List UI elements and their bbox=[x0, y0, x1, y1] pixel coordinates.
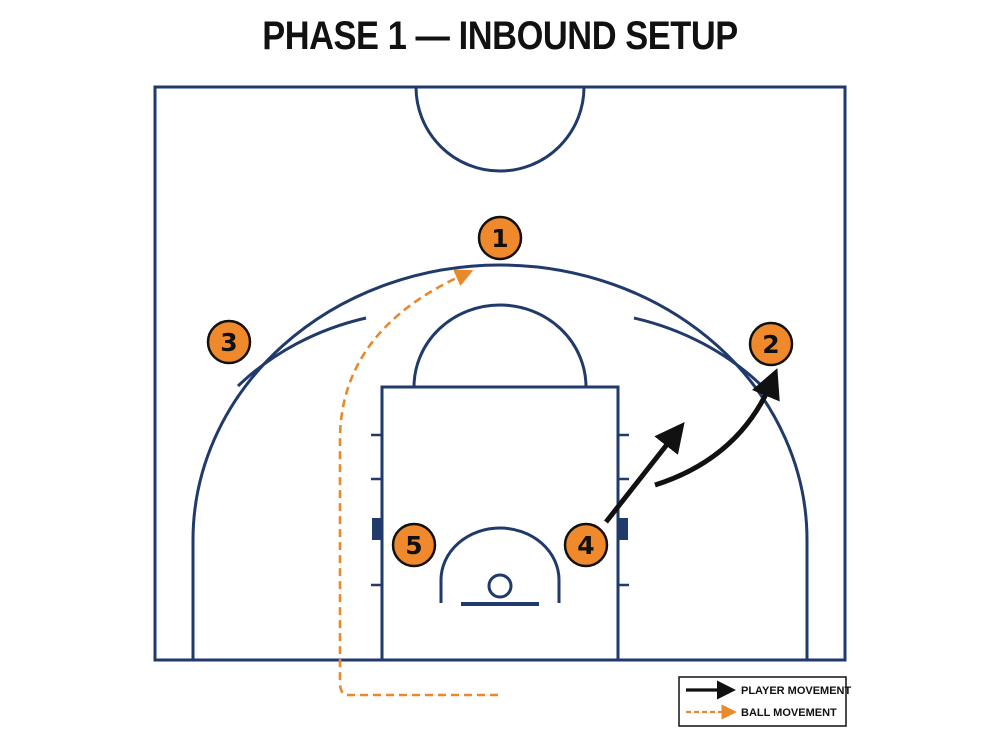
player-label: 1 bbox=[491, 224, 508, 253]
lane-block-left bbox=[372, 518, 382, 540]
player-label: 4 bbox=[577, 531, 594, 560]
lane-block-right bbox=[618, 518, 628, 540]
player-2: 2 bbox=[748, 321, 794, 367]
legend-box bbox=[678, 676, 847, 727]
player-4: 4 bbox=[563, 522, 609, 568]
player-5: 5 bbox=[391, 522, 437, 568]
player-movement-arrow-wing bbox=[654, 368, 780, 488]
legend-ball-movement-label: BALL MOVEMENT bbox=[741, 707, 837, 719]
coaching-box-left bbox=[236, 316, 367, 388]
center-circle bbox=[414, 86, 586, 173]
ball-movement-path bbox=[338, 269, 498, 697]
coaching-box-right bbox=[633, 316, 764, 388]
page-title: PHASE 1 — INBOUND SETUP bbox=[262, 14, 738, 58]
player-movement-arrow-screen bbox=[604, 421, 685, 524]
player-3: 3 bbox=[206, 319, 252, 365]
legend: PLAYER MOVEMENT BALL MOVEMENT bbox=[678, 676, 852, 727]
player-label: 5 bbox=[405, 531, 422, 560]
player-label: 2 bbox=[762, 330, 779, 359]
player-label: 3 bbox=[220, 328, 237, 357]
three-point-line bbox=[191, 263, 809, 660]
free-throw-circle bbox=[412, 303, 588, 388]
restricted-area-arc bbox=[439, 526, 561, 603]
legend-player-movement-label: PLAYER MOVEMENT bbox=[741, 685, 852, 697]
basket-rim bbox=[487, 573, 513, 599]
player-1: 1 bbox=[477, 215, 523, 261]
